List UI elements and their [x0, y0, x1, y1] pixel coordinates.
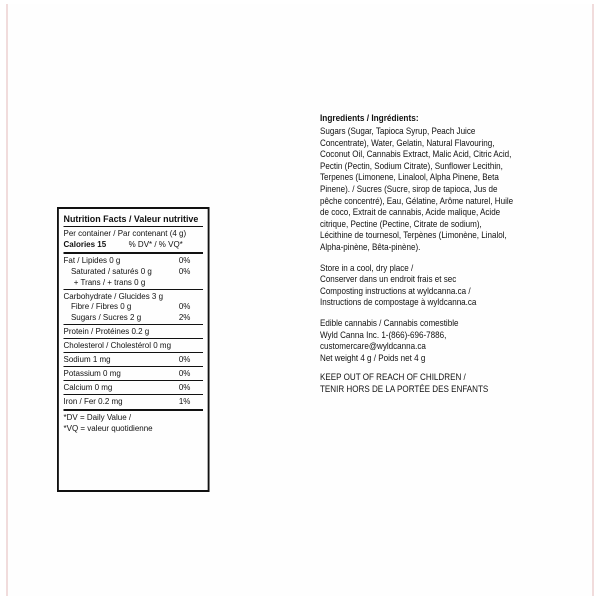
ingredients-line: pêche concentré), Eau, Gélatine, Arôme n… — [320, 194, 514, 206]
ingredients-line: Alpha-pinène, Bêta-pinène). — [320, 240, 421, 252]
nutrient-pct: 0% — [178, 254, 191, 265]
nutrient-row-potassium: Potassium 0 mg 0% — [64, 368, 204, 379]
company-block: Edible cannabis / Cannabis comestible Wy… — [320, 317, 569, 363]
company-line: Edible cannabis / Cannabis comestible — [320, 316, 459, 328]
nutrient-row-saturated: Saturated / saturés 0 g 0% — [64, 266, 204, 277]
storage-block: Store in a cool, dry place / Conserver d… — [320, 262, 569, 308]
nutrient-row-protein: Protein / Protéines 0.2 g — [64, 326, 204, 337]
calories-row: Calories 15 % DV* / % VQ* — [64, 239, 204, 250]
company-line: customercare@wyldcanna.ca — [320, 340, 426, 352]
nutrient-pct: 1% — [178, 395, 191, 406]
storage-line: Conserver dans un endroit frais et sec — [320, 273, 457, 285]
nutrient-row-cholesterol: Cholesterol / Cholestérol 0 mg — [64, 340, 204, 351]
footnote-vq: *VQ = valeur quotidienne — [63, 422, 153, 433]
nutrient-pct: 0% — [178, 301, 191, 312]
storage-line: Store in a cool, dry place / — [320, 261, 414, 273]
nutrient-row-sugars: Sugars / Sucres 2 g 2% — [64, 312, 204, 323]
nutrient-label: Saturated / saturés 0 g — [70, 265, 152, 276]
nutrient-row-trans: + Trans / + trans 0 g — [64, 277, 204, 288]
ingredients-block: Ingredients / Ingrédients: Sugars (Sugar… — [320, 113, 569, 253]
nutrient-row-iron: Iron / Fer 0.2 mg 1% — [64, 396, 204, 407]
nutrient-label: Cholesterol / Cholestérol 0 mg — [63, 340, 172, 351]
ingredients-line: citrique, Pectine (Pectine, Citrate de s… — [320, 217, 482, 229]
nutrient-pct: 0% — [178, 367, 191, 378]
info-column: Ingredients / Ingrédients: Sugars (Sugar… — [320, 113, 569, 403]
footnote-dv: *DV = Daily Value / — [63, 411, 132, 422]
nutrient-pct — [179, 291, 203, 302]
company-line: Net weight 4 g / Poids net 4 g — [320, 351, 426, 363]
calories-label: Calories 15 — [63, 238, 107, 249]
nutrient-pct — [179, 340, 203, 351]
nutrient-row-carbohydrate: Carbohydrate / Glucides 3 g — [64, 291, 204, 302]
nutrient-label: Iron / Fer 0.2 mg — [63, 395, 123, 406]
nutrient-pct — [179, 326, 203, 337]
ingredients-line: Pectin (Pectin, Sodium Citrate), Sunflow… — [320, 159, 503, 171]
nutrient-label: Protein / Protéines 0.2 g — [63, 326, 150, 337]
ingredients-line: Sugars (Sugar, Tapioca Syrup, Peach Juic… — [320, 125, 476, 136]
company-line: Wyld Canna Inc. 1-(866)-696-7886, — [320, 328, 447, 340]
ingredients-line: Lécithine de tournesol, Terpènes (Limonè… — [320, 229, 507, 241]
nutrient-label: Calcium 0 mg — [63, 381, 113, 392]
nutrient-label: Fibre / Fibres 0 g — [70, 301, 132, 312]
ingredients-line: Concentrate), Water, Gelatin, Natural Fl… — [320, 136, 495, 148]
nutrition-title: Nutrition Facts / Valeur nutritive — [63, 214, 199, 225]
nutrient-pct: 2% — [178, 312, 191, 323]
ingredients-heading: Ingredients / Ingrédients: — [320, 113, 419, 124]
nutrient-label: Sugars / Sucres 2 g — [70, 312, 142, 323]
warning-block: KEEP OUT OF REACH OF CHILDREN / TENIR HO… — [320, 371, 569, 394]
warning-line: KEEP OUT OF REACH OF CHILDREN / — [320, 371, 466, 383]
nutrient-label: Potassium 0 mg — [63, 367, 121, 378]
nutrient-row-sodium: Sodium 1 mg 0% — [64, 354, 204, 365]
ingredients-line: Terpenes (Limonene, Linalool, Alpha Pine… — [320, 171, 499, 183]
product-label: Nutrition Facts / Valeur nutritive Per c… — [6, 4, 594, 596]
nutrient-row-calcium: Calcium 0 mg 0% — [64, 382, 204, 393]
nutrient-row-fibre: Fibre / Fibres 0 g 0% — [64, 301, 204, 312]
nutrition-facts-panel: Nutrition Facts / Valeur nutritive Per c… — [57, 207, 210, 492]
nutrient-pct: 0% — [178, 381, 191, 392]
nutrient-label: Sodium 1 mg — [63, 354, 111, 365]
ingredients-line: de coco, Extrait de cannabis, Acide mali… — [320, 206, 501, 218]
storage-line: Instructions de compostage à wyldcanna.c… — [320, 296, 477, 308]
ingredients-line: Pinene). / Sucres (Sucre, sirop de tapio… — [320, 182, 498, 194]
warning-line: TENIR HORS DE LA PORTÉE DES ENFANTS — [320, 382, 489, 394]
nutrient-label: Carbohydrate / Glucides 3 g — [63, 290, 164, 301]
nutrient-row-fat: Fat / Lipides 0 g 0% — [64, 255, 204, 266]
ingredients-line: Coconut Oil, Cannabis Extract, Malic Aci… — [320, 148, 512, 160]
storage-line: Composting instructions at wyldcanna.ca … — [320, 284, 471, 296]
nutrient-pct — [179, 277, 203, 288]
nutrient-pct: 0% — [178, 354, 191, 365]
per-container: Per container / Par contenant (4 g) — [63, 228, 187, 238]
nutrient-label: + Trans / + trans 0 g — [73, 276, 146, 287]
dv-header: % DV* / % VQ* — [128, 238, 183, 249]
nutrient-label: Fat / Lipides 0 g — [63, 254, 121, 265]
nutrient-pct: 0% — [178, 265, 191, 276]
